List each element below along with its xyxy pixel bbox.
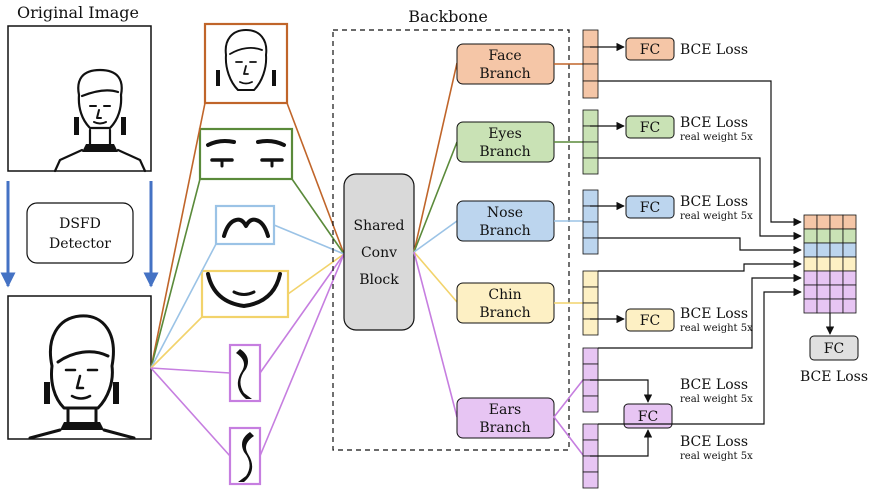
fc-ears: FC (623, 403, 673, 429)
detected-image-frame (7, 295, 152, 440)
svg-text:Eyes: Eyes (488, 126, 522, 142)
shared-label-line1: Shared (354, 218, 405, 234)
concatenated-feature-grid (803, 214, 857, 314)
image-to-crop-lines (150, 102, 231, 457)
shared-label-line3: Block (359, 272, 399, 288)
loss-final: BCE Loss (800, 369, 868, 385)
feature-vector-ears-bottom (582, 423, 599, 489)
detector-box: DSFD Detector (26, 202, 134, 264)
svg-text:FC: FC (640, 200, 660, 216)
svg-text:FC: FC (640, 120, 660, 136)
fc-nose: FC (625, 195, 675, 219)
loss-ears-top: BCE Loss (680, 377, 748, 393)
loss-chin-note: real weight 5x (680, 323, 753, 334)
svg-text:FC: FC (824, 341, 844, 357)
crop-nose (214, 204, 276, 246)
backbone-title: Backbone (408, 7, 488, 26)
svg-text:Branch: Branch (479, 305, 530, 321)
loss-ears-top-note: real weight 5x (680, 394, 753, 405)
shared-to-branch-lines (413, 62, 458, 418)
loss-ears-bottom-note: real weight 5x (680, 451, 753, 462)
fc-chin: FC (625, 308, 675, 332)
svg-text:Face: Face (488, 48, 521, 64)
portrait-large-icon (28, 314, 136, 440)
svg-text:Nose: Nose (487, 205, 523, 221)
svg-text:Chin: Chin (488, 287, 521, 303)
feature-to-fc-arrows (590, 42, 653, 457)
fc-eyes: FC (625, 115, 675, 139)
svg-text:FC: FC (638, 409, 658, 425)
fc-final: FC (809, 335, 859, 361)
backbone-dashed-frame (332, 29, 570, 451)
svg-text:Branch: Branch (479, 66, 530, 82)
branch-nose: Nose Branch (456, 200, 555, 242)
original-image-frame (7, 25, 152, 173)
crop-to-shared-lines (259, 102, 345, 457)
svg-text:Branch: Branch (479, 223, 530, 239)
loss-eyes-note: real weight 5x (680, 132, 753, 143)
feature-vector-nose (582, 189, 599, 255)
crop-chin (200, 269, 290, 319)
branch-eyes: Eyes Branch (456, 121, 555, 163)
fc-face: FC (625, 37, 675, 61)
loss-nose-note: real weight 5x (680, 211, 753, 222)
branch-face: Face Branch (456, 43, 555, 85)
loss-nose: BCE Loss (680, 194, 748, 210)
feature-vector-face (582, 29, 599, 99)
original-image-title: Original Image (17, 3, 139, 22)
shared-conv-block: Shared Conv Block (343, 173, 415, 331)
crop-eyes (198, 127, 294, 181)
feature-vector-eyes (582, 109, 599, 175)
svg-text:Branch: Branch (479, 420, 530, 436)
loss-labels: BCE Loss BCE Loss real weight 5x BCE Los… (680, 42, 753, 462)
svg-text:FC: FC (640, 313, 660, 329)
detector-label-line2: Detector (49, 236, 111, 252)
crop-ear-left (228, 426, 262, 486)
shared-label-line2: Conv (361, 245, 397, 261)
loss-eyes: BCE Loss (680, 115, 748, 131)
loss-ears-bottom: BCE Loss (680, 434, 748, 450)
crop-ear-right (228, 343, 262, 403)
concat-routing-arrows (598, 80, 802, 425)
svg-text:Ears: Ears (489, 402, 521, 418)
branch-to-feature-lines (553, 63, 584, 456)
detector-label-line1: DSFD (59, 216, 101, 232)
svg-text:Branch: Branch (479, 144, 530, 160)
branch-chin: Chin Branch (456, 282, 555, 324)
loss-chin: BCE Loss (680, 306, 748, 322)
branch-ears: Ears Branch (456, 397, 555, 439)
feature-vector-chin (582, 270, 599, 336)
loss-face: BCE Loss (680, 42, 748, 58)
portrait-small-icon (53, 68, 147, 173)
crop-face (203, 22, 289, 105)
svg-text:FC: FC (640, 42, 660, 58)
